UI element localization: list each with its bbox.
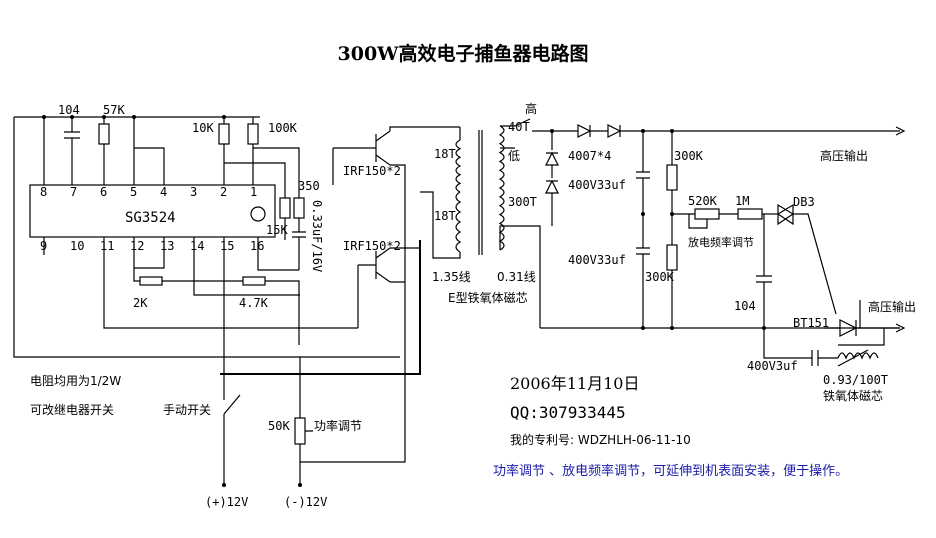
resistor-520k [694,208,720,220]
label-r520k: 520K [688,194,718,208]
label-low: 低 [508,149,520,163]
label-bt151: BT151 [793,316,829,330]
transformer-primary: 18T 18T 1.35线 [420,127,471,284]
scr-bt151 [825,319,900,337]
mosfet-irf150-top: IRF150*2 [343,126,460,178]
label-r300k-top: 300K [674,149,704,163]
ic-top-pin-1: 1 [250,185,257,199]
label-qq: QQ:307933445 [510,403,626,422]
transformer-core [478,130,483,255]
ic-bottom-pin-15: 15 [220,239,234,253]
resistor-300k-bottom [666,244,678,271]
ic-top-pin-5: 5 [130,185,137,199]
ic-top-pin-3: 3 [190,185,197,199]
label-cap033: 0.33uF/16V [310,200,324,272]
label-power-adj: 功率调节 [314,418,362,433]
potentiometer-50k [294,417,306,445]
label-r300k-bottom: 300K [645,270,675,284]
ic-top-pin-8: 8 [40,185,47,199]
resistor-10k [218,123,230,145]
label-plus12: (+)12V [205,495,248,509]
ic-top-pin-4: 4 [160,185,167,199]
label-db3: DB3 [793,195,815,209]
manual-switch [223,390,241,485]
ic-bottom-pin-10: 10 [70,239,84,253]
label-cap400v3: 400V3uf [747,359,798,373]
label-ferrite: 0.93/100T [823,373,888,387]
label-core: E型铁氧体磁芯 [448,290,528,305]
ic-top-pin-6: 6 [100,185,107,199]
label-c104-mid: 104 [734,299,756,313]
label-cap400-top: 400V33uf [568,178,626,192]
label-wire-031: 0.31线 [497,270,536,284]
resistor-57k [98,123,110,145]
wire-left-loop [13,117,400,358]
label-r1m: 1M [735,194,749,208]
cap-400v-stack [636,131,650,328]
resistor-15k [279,197,291,219]
resistor-350 [293,197,305,219]
label-c104-top: 104 [58,103,80,117]
diagram-title: 300W高效电子捕鱼器电路图 [338,42,589,65]
label-r4-7k: 4.7K [239,296,269,310]
ic-bottom-pin-14: 14 [190,239,204,253]
label-wire-135: 1.35线 [432,270,471,284]
ic-bottom-pin-16: 16 [250,239,264,253]
label-diodes: 4007*4 [568,149,611,163]
label-patent: 我的专利号: WDZHLH-06-11-10 [510,432,691,447]
label-r100k: 100K [268,121,298,135]
ic-bottom-pin-12: 12 [130,239,144,253]
label-r57k: 57K [103,103,125,117]
label-r2k: 2K [133,296,148,310]
label-r350: 350 [298,179,320,193]
resistor-100k [247,123,259,145]
resistor-300k-top [666,164,678,191]
cap-400v3uf [763,328,838,366]
label-ferrite-core: 铁氧体磁芯 [823,388,883,403]
note-resistors: 电阻均用为1/2W [30,374,121,388]
transformer-secondary: 40T 高 低 300T 0.31线 [497,101,560,328]
label-manual-switch: 手动开关 [163,403,211,417]
label-hv-out-bottom: 高压输出 [868,299,916,314]
cap-033uf [292,231,306,270]
label-irf-bottom: IRF150*2 [343,239,401,253]
label-high: 高 [525,101,537,116]
ic-name: SG3524 [125,210,176,226]
ic-top-pin-7: 7 [70,185,77,199]
label-18t-top: 18T [434,147,456,161]
resistor-4-7k [242,276,266,286]
label-18t-bottom: 18T [434,209,456,223]
ferrite-coil [837,352,879,360]
resistor-2k [139,276,163,286]
ic-top-pin-2: 2 [220,185,227,199]
rectifier-diodes: 4007*4 [545,124,906,226]
note-relay: 可改继电器开关 [30,403,114,417]
cap-104-mid [756,214,772,328]
label-discharge-adj: 放电频率调节 [688,235,754,249]
label-r10k: 10K [192,121,214,135]
ic-pins-top: 8 7 6 5 4 3 2 1 [40,185,257,199]
label-40t: 40T [508,120,530,134]
mosfet-irf150-bottom: IRF150*2 [343,239,420,283]
ic-bottom-pin-11: 11 [100,239,114,253]
footer-note: 功率调节 、放电频率调节，可延伸到机表面安装，便于操作。 [493,463,848,479]
label-date: 2006年11月10日 [510,374,639,393]
diac-db3 [776,203,837,315]
label-300t: 300T [508,195,537,209]
label-hv-out-top: 高压输出 [820,148,868,163]
label-minus12: (-)12V [284,495,327,509]
cap-104-top [64,117,80,185]
label-cap400-bottom: 400V33uf [568,253,626,267]
label-r50k: 50K [268,419,290,433]
resistor-1m [737,208,763,220]
ic-bottom-pin-13: 13 [160,239,174,253]
label-irf-top: IRF150*2 [343,164,401,178]
label-r15k: 15K [266,223,288,237]
